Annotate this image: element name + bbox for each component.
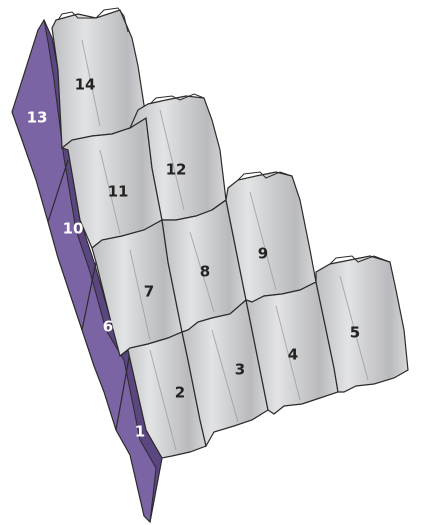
- tile-2-label: 2: [175, 384, 185, 402]
- tile-3-label: 3: [235, 361, 245, 379]
- tile-11-label: 11: [108, 183, 129, 201]
- tile-9-label: 9: [258, 245, 268, 263]
- verge-1-label: 1: [135, 423, 145, 441]
- tile-5-label: 5: [350, 324, 360, 342]
- verge-6-label: 6: [103, 318, 113, 336]
- tile-12-label: 12: [166, 161, 187, 179]
- tile-8-label: 8: [200, 263, 210, 281]
- verge-10-label: 10: [63, 220, 84, 238]
- tile-7-label: 7: [144, 283, 154, 301]
- verge-13-label: 13: [27, 109, 48, 127]
- tile-14-label: 14: [75, 76, 96, 94]
- tile-4-label: 4: [288, 346, 298, 364]
